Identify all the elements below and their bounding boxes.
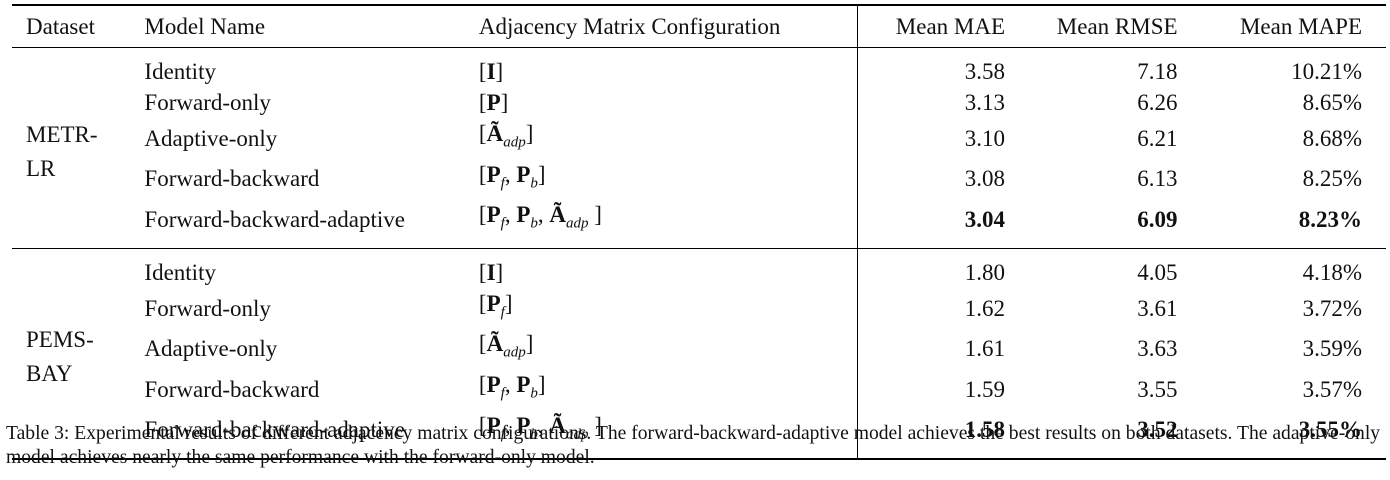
mape-value: 3.72% xyxy=(1302,295,1362,321)
table-row: Forward-backward-adaptive [Pf, Pb, Ãadp ]… xyxy=(12,409,1386,460)
header-mape: Mean MAPE xyxy=(1239,14,1362,39)
adjacency-config: [Pf, Pb, Ãadp ] xyxy=(478,412,602,443)
mae-value: 1.59 xyxy=(857,368,1006,410)
mape-value: 8.25% xyxy=(1302,166,1362,192)
adjacency-config: [Ãadp] xyxy=(478,121,534,151)
mae-value: 3.58 xyxy=(857,47,1006,87)
model-name: Adaptive-only xyxy=(144,125,278,151)
table-row: PEMS-BAY Identity [I] 1.80 4.05 4.18% xyxy=(12,248,1386,386)
adjacency-config: [P] xyxy=(478,90,509,115)
header-rmse: Mean RMSE xyxy=(1056,14,1178,39)
rmse-value: 6.26 xyxy=(1137,90,1178,115)
mae-value: 3.13 xyxy=(857,87,1006,118)
model-name: Forward-backward-adaptive xyxy=(144,206,405,232)
results-table: Dataset Model Name Adjacency Matrix Conf… xyxy=(12,4,1386,460)
rmse-value: 6.21 xyxy=(1137,125,1178,151)
table-body: METR-LR Identity [I] 3.58 7.18 10.21% Forward-… xyxy=(12,47,1386,460)
model-name: Identity xyxy=(144,59,216,84)
header-adjacency: Adjacency Matrix Configuration xyxy=(478,14,781,39)
mae-value: 1.62 xyxy=(857,287,1006,329)
table-caption: Table 3: Experimental results of differe… xyxy=(6,423,1381,468)
mape-value: 8.65% xyxy=(1302,90,1362,115)
table-row: Adaptive-only [Ãadp] 3.10 6.21 8.68% xyxy=(12,118,1386,159)
mape-value: 3.57% xyxy=(1302,376,1362,402)
model-name: Identity xyxy=(144,259,216,285)
adjacency-config: [I] xyxy=(478,259,504,285)
dataset-label: METR-LR xyxy=(26,121,98,181)
mae-value: 1.80 xyxy=(857,248,1006,288)
model-name: Forward-only xyxy=(144,295,271,321)
results-table-container: Dataset Model Name Adjacency Matrix Conf… xyxy=(12,4,1386,460)
model-name: Forward-only xyxy=(144,90,271,115)
model-name: Adaptive-only xyxy=(144,336,278,362)
rmse-value: 3.52 xyxy=(1137,417,1178,443)
rmse-value: 6.13 xyxy=(1137,166,1178,192)
model-name: Forward-backward xyxy=(144,376,320,402)
adjacency-config: [Pf, Pb] xyxy=(478,161,546,192)
mae-value: 1.61 xyxy=(857,328,1006,369)
mae-value: 3.10 xyxy=(857,118,1006,159)
header-dataset: Dataset xyxy=(26,14,95,39)
model-name: Forward-backward xyxy=(144,166,320,192)
table-row: Forward-backward [Pf, Pb] 3.08 6.13 8.25% xyxy=(12,158,1386,200)
table-row: Adaptive-only [Ãadp] 1.61 3.63 3.59% xyxy=(12,328,1386,369)
adjacency-config: [I] xyxy=(478,59,504,84)
mape-value: 8.68% xyxy=(1302,125,1362,151)
dataset-label: PEMS-BAY xyxy=(26,327,94,387)
rmse-value: 6.09 xyxy=(1137,206,1178,232)
table-row: Forward-backward-adaptive [Pf, Pb, Ãadp ]… xyxy=(12,199,1386,249)
adjacency-config: [Ãadp] xyxy=(478,331,534,361)
table-row: METR-LR Identity [I] 3.58 7.18 10.21% xyxy=(12,47,1386,181)
adjacency-config: [Pf, Pb] xyxy=(478,371,546,402)
model-name: Forward-backward-adaptive xyxy=(144,417,405,443)
mape-value: 10.21% xyxy=(1291,59,1362,84)
table-row: Forward-only [Pf] 1.62 3.61 3.72% xyxy=(12,287,1386,329)
table-row: Forward-only [P] 3.13 6.26 8.65% xyxy=(12,87,1386,118)
header-model: Model Name xyxy=(144,14,266,39)
mae-value: 3.04 xyxy=(857,199,1006,249)
header-mae: Mean MAE xyxy=(857,5,1006,48)
rmse-value: 7.18 xyxy=(1137,59,1178,84)
rmse-value: 3.63 xyxy=(1137,336,1178,362)
mape-value: 8.23% xyxy=(1298,206,1362,232)
adjacency-config: [Pf, Pb, Ãadp ] xyxy=(478,202,602,232)
mae-value: 3.08 xyxy=(857,158,1006,200)
table-row: Forward-backward [Pf, Pb] 1.59 3.55 3.57% xyxy=(12,368,1386,410)
mape-value: 3.55% xyxy=(1298,417,1362,443)
mape-value: 4.18% xyxy=(1302,259,1362,285)
mae-value: 1.58 xyxy=(857,409,1006,460)
adjacency-config: [Pf] xyxy=(478,290,513,321)
mape-value: 3.59% xyxy=(1302,336,1362,362)
rmse-value: 4.05 xyxy=(1137,259,1178,285)
header-row: Dataset Model Name Adjacency Matrix Conf… xyxy=(12,5,1386,48)
rmse-value: 3.55 xyxy=(1137,376,1178,402)
rmse-value: 3.61 xyxy=(1137,295,1178,321)
